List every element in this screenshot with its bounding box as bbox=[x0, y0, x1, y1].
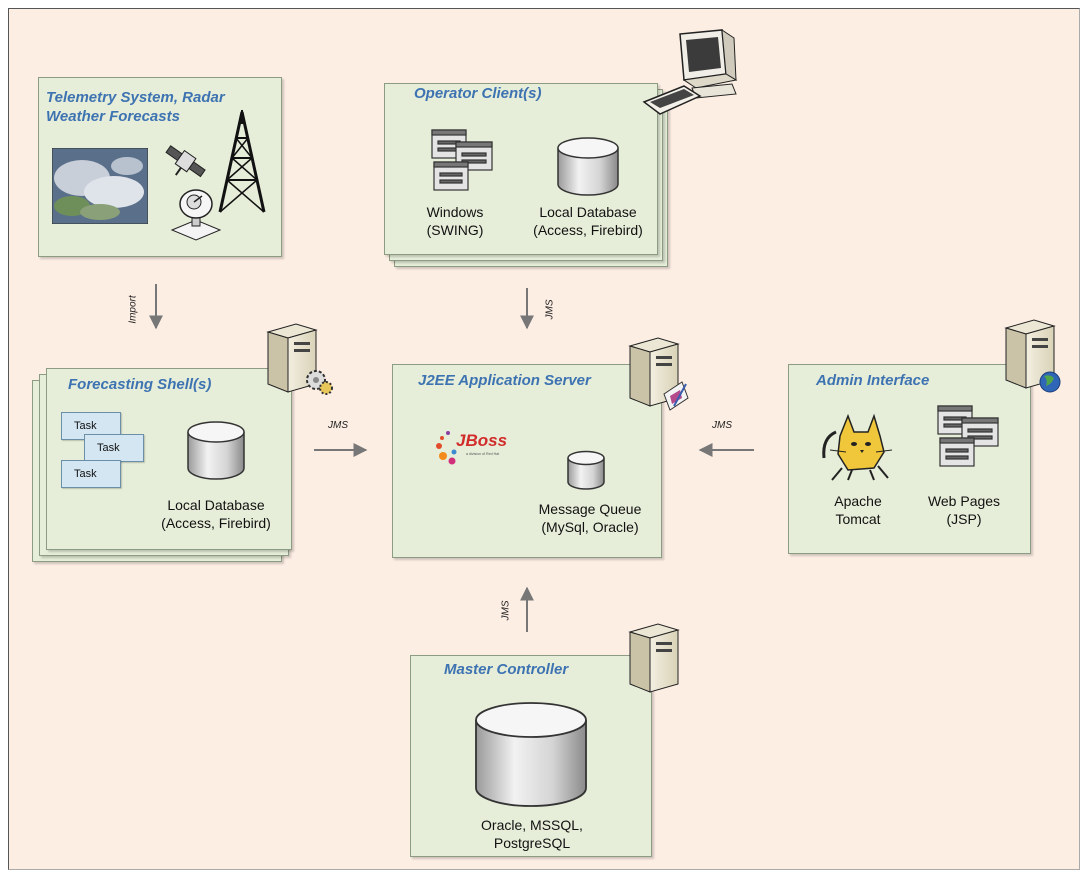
database-icon bbox=[557, 137, 619, 196]
task-3: Task bbox=[61, 460, 121, 488]
operator-db-label-line2: (Access, Firebird) bbox=[533, 222, 643, 238]
server-gears-icon bbox=[266, 323, 333, 395]
operator-windows-label-line2: (SWING) bbox=[426, 222, 484, 238]
telemetry-title-line2: Weather Forecasts bbox=[46, 108, 180, 125]
database-icon bbox=[567, 450, 605, 490]
master-db-label-line1: Oracle, MSSQL, bbox=[481, 817, 583, 833]
edge-label-forecasting-jms: JMS bbox=[328, 420, 348, 431]
edge-label-operator-jms: JMS bbox=[544, 299, 556, 320]
j2ee-mq-label-line1: Message Queue bbox=[538, 501, 642, 517]
forecasting-title: Forecasting Shell(s) bbox=[68, 376, 212, 393]
windows-icon bbox=[937, 405, 999, 467]
master-title: Master Controller bbox=[444, 661, 569, 678]
forecasting-db-label-line2: (Access, Firebird) bbox=[161, 515, 271, 531]
desktop-computer-icon bbox=[642, 29, 738, 115]
forecasting-db-label-line1: Local Database bbox=[167, 497, 265, 513]
radar-dish-icon bbox=[170, 189, 222, 241]
operator-title: Operator Client(s) bbox=[414, 85, 542, 102]
master-db-label-line2: PostgreSQL bbox=[493, 835, 571, 851]
server-globe-icon bbox=[1004, 319, 1061, 393]
j2ee-mq-label-line2: (MySql, Oracle) bbox=[541, 519, 639, 535]
admin-tomcat-label-line2: Tomcat bbox=[835, 511, 881, 527]
satellite-image-icon bbox=[52, 148, 148, 224]
server-app-icon bbox=[628, 337, 689, 411]
jboss-tagline-text: a division of Red Hat bbox=[466, 452, 499, 456]
telemetry-title-line1: Telemetry System, Radar bbox=[46, 89, 225, 106]
edge-label-master-jms: JMS bbox=[500, 600, 512, 621]
windows-icon bbox=[431, 129, 493, 191]
operator-windows-label-line1: Windows bbox=[426, 204, 484, 220]
satellite-icon bbox=[165, 145, 206, 178]
admin-title: Admin Interface bbox=[816, 372, 930, 389]
database-icon bbox=[187, 421, 245, 480]
admin-web-label-line2: (JSP) bbox=[946, 511, 982, 527]
j2ee-title: J2EE Application Server bbox=[418, 372, 591, 389]
radio-tower-icon bbox=[218, 110, 266, 213]
tomcat-icon bbox=[822, 413, 893, 481]
server-icon bbox=[628, 623, 680, 693]
jboss-logo-text: JBoss bbox=[456, 431, 507, 450]
j2ee-box bbox=[392, 364, 662, 558]
database-icon bbox=[475, 702, 587, 807]
edge-label-import: Import bbox=[127, 295, 139, 324]
operator-db-label-line1: Local Database bbox=[539, 204, 637, 220]
edge-label-admin-jms: JMS bbox=[712, 420, 732, 431]
admin-box bbox=[788, 364, 1031, 554]
admin-web-label-line1: Web Pages bbox=[927, 493, 1001, 509]
jboss-logo-icon: JBoss a division of Red Hat bbox=[436, 431, 507, 465]
admin-tomcat-label-line1: Apache bbox=[834, 493, 882, 509]
